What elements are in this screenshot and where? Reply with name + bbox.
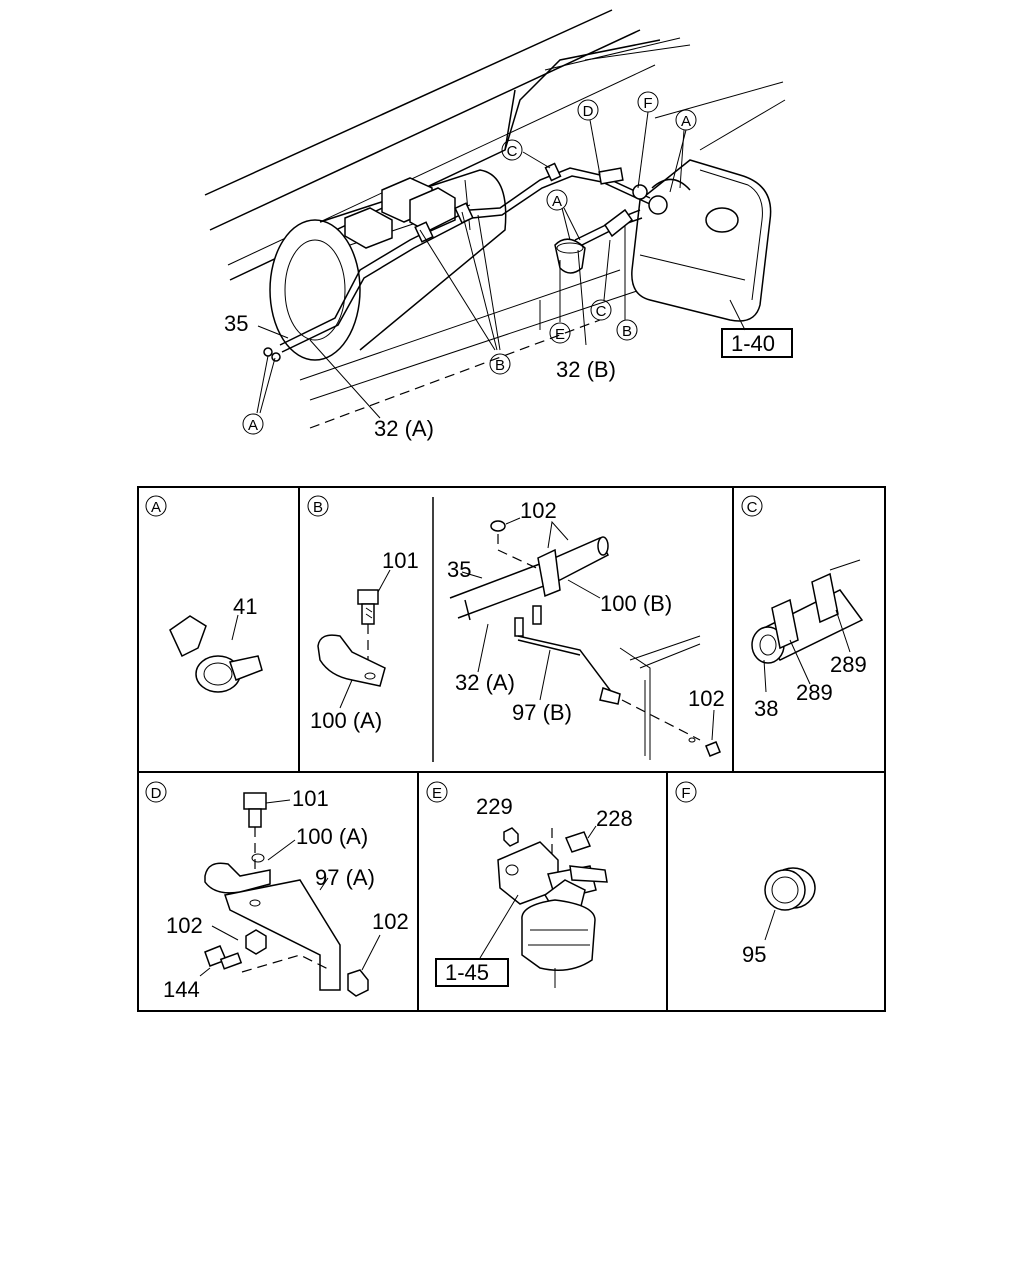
label-229: 229 (476, 794, 513, 819)
label-102-top: 102 (520, 498, 557, 523)
label-35-center: 35 (447, 557, 471, 582)
callout-e-bottom: E (549, 322, 571, 344)
svg-text:A: A (248, 417, 258, 434)
label-41: 41 (233, 594, 257, 619)
panel-key-e: E (432, 785, 442, 802)
detail-panel-a: A 41 (145, 495, 263, 693)
panel-key-d: D (151, 785, 162, 802)
svg-text:D: D (583, 103, 594, 120)
label-144: 144 (163, 977, 200, 1002)
callout-c-top: C (501, 139, 523, 161)
panel-key-c: C (747, 499, 758, 516)
detail-panel-f: F 95 (675, 781, 816, 967)
svg-text:A: A (552, 193, 562, 210)
svg-text:1-40: 1-40 (731, 331, 775, 356)
label-97a: 97 (A) (315, 865, 375, 890)
label-101: 101 (382, 548, 419, 573)
label-97b: 97 (B) (512, 700, 572, 725)
label-32a-center: 32 (A) (455, 670, 515, 695)
detail-grid (137, 486, 886, 1012)
panel-key-f: F (681, 785, 690, 802)
callout-b-lower: B (489, 353, 511, 375)
callout-d-top: D (577, 99, 599, 121)
label-102-d-right: 102 (372, 909, 409, 934)
overview-illustration: A F D C A C B E B A 35 32 (A) 32 (B) (204, 9, 793, 441)
detail-panel-b: B 101 100 (A) (307, 495, 419, 733)
panel-key-a: A (151, 499, 161, 516)
svg-text:A: A (681, 113, 691, 130)
svg-text:B: B (622, 323, 632, 340)
label-289-upper: 289 (830, 652, 867, 677)
svg-text:F: F (643, 95, 652, 112)
detail-panel-e: E 229 228 1-45 (426, 781, 633, 988)
callout-f-top: F (637, 91, 659, 113)
detail-panel-d: D 101 100 (A) 97 (A) 102 102 144 (145, 781, 409, 1002)
reference-box-1-40: 1-40 (721, 328, 793, 358)
reference-box-1-45: 1-45 (435, 958, 509, 987)
svg-text:1-45: 1-45 (445, 960, 489, 985)
label-100a: 100 (A) (310, 708, 382, 733)
label-100a-d: 100 (A) (296, 824, 368, 849)
label-32a: 32 (A) (374, 416, 434, 441)
label-101-d: 101 (292, 786, 329, 811)
label-102-bottom: 102 (688, 686, 725, 711)
label-35: 35 (224, 311, 248, 336)
label-228: 228 (596, 806, 633, 831)
svg-text:B: B (495, 357, 505, 374)
label-102-d-left: 102 (166, 913, 203, 938)
label-32b: 32 (B) (556, 357, 616, 382)
callout-a-mid: A (546, 189, 568, 211)
callout-a-bottom: A (242, 413, 264, 435)
svg-text:C: C (507, 143, 518, 160)
callout-a-top: A (675, 109, 697, 131)
label-38: 38 (754, 696, 778, 721)
label-95: 95 (742, 942, 766, 967)
label-100b: 100 (B) (600, 591, 672, 616)
label-289-lower: 289 (796, 680, 833, 705)
svg-text:C: C (596, 303, 607, 320)
callout-c-mid: C (590, 299, 612, 321)
detail-panel-c: C 289 289 38 (741, 495, 867, 721)
detail-panel-center: 102 100 (B) 35 102 32 (A) 97 (B) (447, 498, 725, 760)
callout-b-right: B (616, 319, 638, 341)
panel-key-b: B (313, 499, 323, 516)
svg-text:E: E (555, 326, 565, 343)
